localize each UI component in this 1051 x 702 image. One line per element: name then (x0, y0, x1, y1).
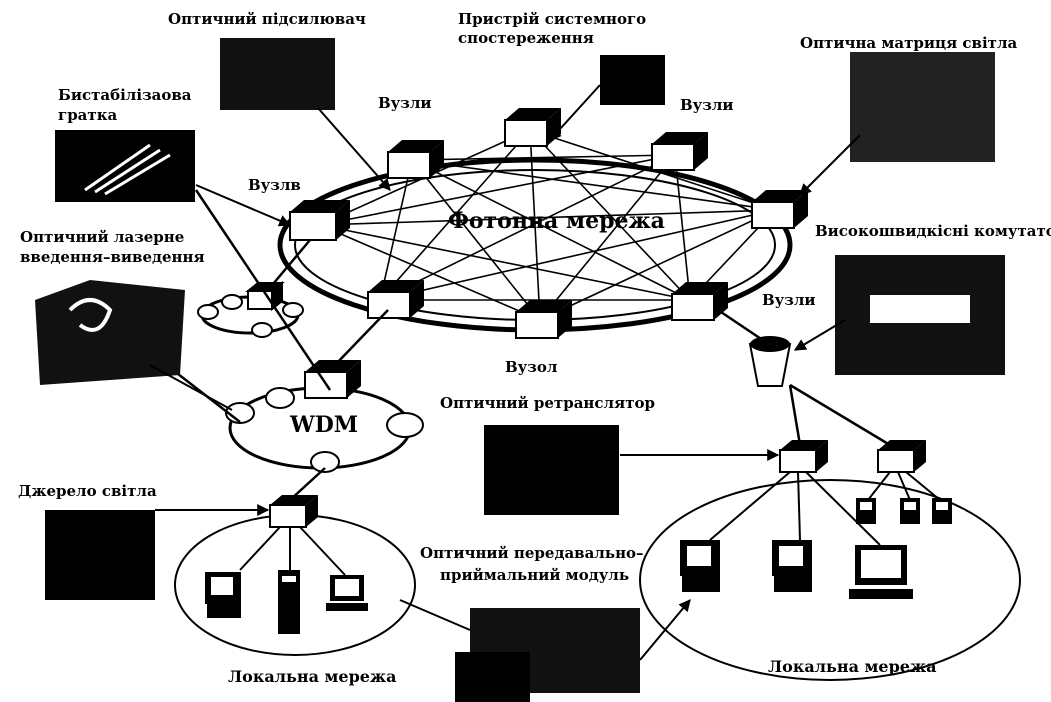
small-pc-icon (932, 498, 952, 524)
photo-blocks (35, 38, 1005, 702)
monitor-photo (600, 55, 665, 105)
amplifier-label: Оптичний підсилювач (168, 10, 366, 28)
lan-right-label: Локальна мережа (768, 657, 937, 676)
lan-right-ring (639, 479, 1021, 681)
node-box (504, 108, 561, 147)
node-label-top-right: Вузли (680, 96, 734, 114)
pointer-arrows (149, 84, 861, 661)
small-ring (197, 280, 304, 338)
switch-photo (835, 255, 1005, 375)
node-box (367, 280, 424, 319)
server-icon (748, 336, 792, 387)
small-pc-icon (900, 498, 920, 524)
tower-icon (278, 570, 300, 634)
node-box (289, 200, 350, 241)
node-box (651, 132, 708, 171)
node-box (671, 282, 728, 321)
retransmitter-label: Оптичний ретранслятор (440, 394, 655, 412)
monitor-label-1: Пристрій системного (458, 10, 646, 28)
transceiver-label-2: приймальний модуль (440, 566, 629, 584)
ring-nodes (289, 108, 808, 339)
monitor-label-2: спостереження (458, 29, 594, 47)
lan-left-switch (269, 495, 318, 528)
node-label-left: Вузлв (248, 176, 301, 194)
laser-photo (35, 280, 185, 385)
light-matrix-photo (850, 52, 995, 162)
laser-label-2: введення–виведення (20, 248, 205, 266)
lan-right-links (709, 471, 941, 546)
node-label-top-left: Вузли (378, 94, 432, 112)
wdm-ring: WDM (225, 360, 424, 473)
node-box (751, 190, 808, 229)
pc-icon (772, 540, 812, 592)
node-box (387, 140, 444, 179)
switch-label: Високошвидкісні комутатор (815, 222, 1051, 240)
lan-left-links (239, 526, 346, 576)
node-label-right: Вузли (762, 291, 816, 309)
photonic-network-label: Фотонна мережа (448, 208, 665, 234)
lan-left-label: Локальна мережа (228, 667, 397, 686)
bistable-label-2: гратка (58, 106, 118, 124)
node-box (515, 300, 572, 339)
monitor-icon (849, 545, 913, 599)
retransmitter-photo (484, 425, 619, 515)
lan-right-switch (877, 440, 926, 473)
node-label-bottom: Вузол (505, 358, 558, 376)
light-source-label: Джерело світла (18, 482, 157, 500)
laser-label-1: Оптичний лазерне (20, 228, 184, 246)
transceiver-photo (455, 608, 640, 702)
bistable-label-1: Бистабілізаова (58, 86, 192, 104)
lan-right-switch (779, 440, 828, 473)
monitor-icon (326, 575, 368, 611)
light-matrix-label: Оптична матриця світла (800, 34, 1018, 52)
light-source-photo (45, 510, 155, 600)
pc-icon (680, 540, 720, 592)
transceiver-label-1: Оптичний передавально– (420, 544, 644, 562)
pc-icon (205, 572, 241, 618)
small-pc-icon (856, 498, 876, 524)
amplifier-photo (220, 38, 335, 110)
wdm-label: WDM (289, 412, 358, 438)
bistable-photo (55, 130, 195, 202)
